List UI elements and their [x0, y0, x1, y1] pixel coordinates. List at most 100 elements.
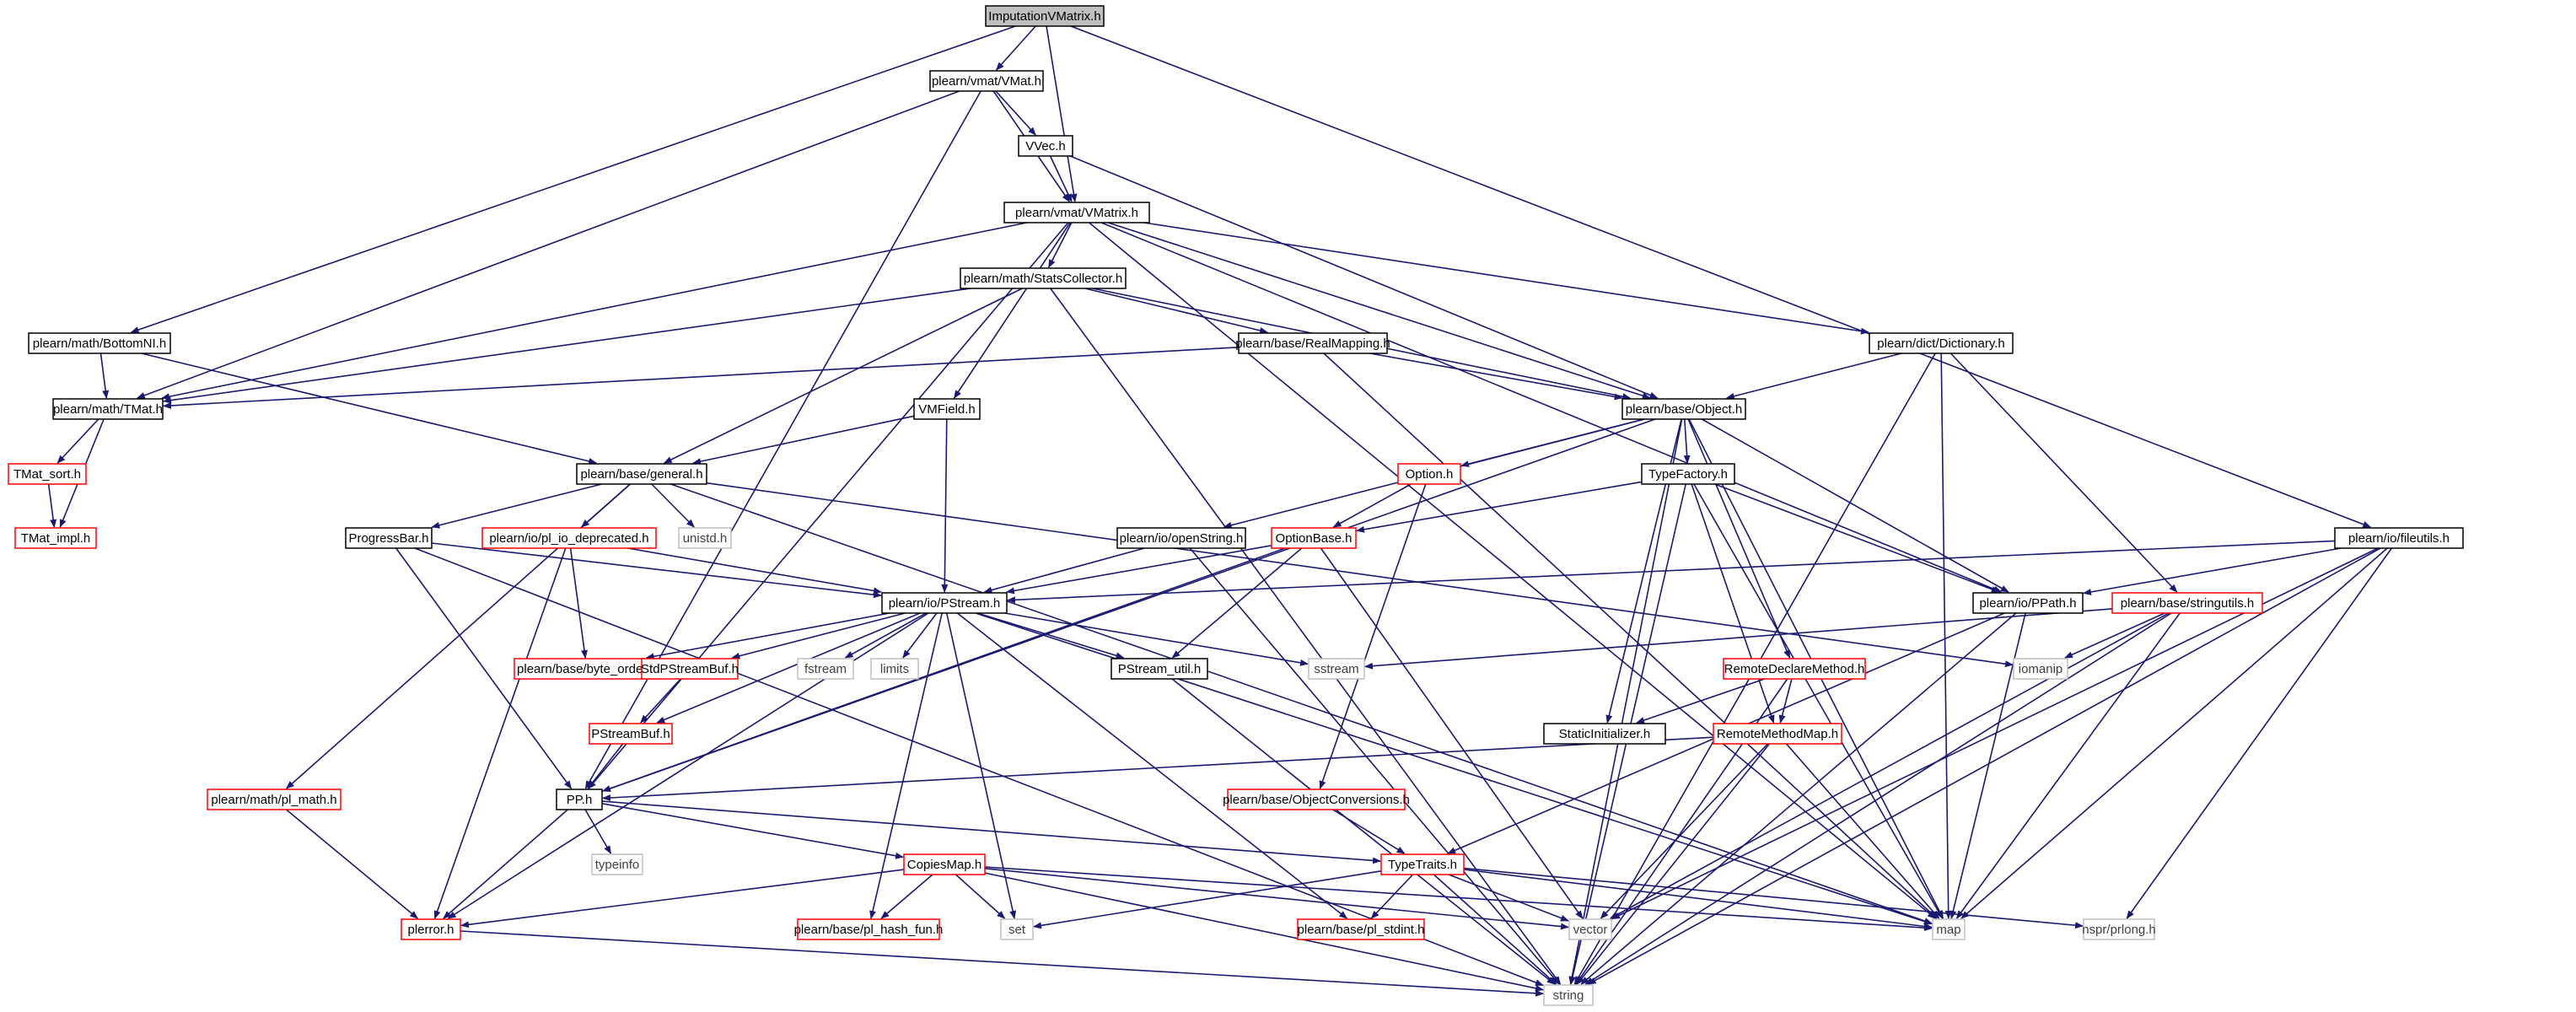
node-box [2083, 918, 2155, 940]
edge-dictionary-to-object [1725, 353, 1902, 400]
node-objconv[interactable]: plearn/base/ObjectConversions.h [1223, 789, 1410, 810]
edge-typetraits-to-string [1433, 874, 1557, 985]
node-label: OptionBase.h [1276, 531, 1353, 546]
node-pliodep[interactable]: plearn/io/pl_io_deprecated.h [481, 527, 657, 549]
edge-pp-to-typetraits [601, 800, 1381, 864]
node-pstream[interactable]: plearn/io/PStream.h [881, 592, 1008, 614]
node-map: map [1932, 918, 1966, 940]
edge-remotedeclare-to-remotemethodmap [1778, 678, 1793, 724]
edge-plmath-to-plerror [285, 809, 419, 919]
node-progressbar[interactable]: ProgressBar.h [345, 527, 433, 549]
edge-pstream-to-plstdint [956, 612, 1348, 919]
node-pstreambuf[interactable]: PStreamBuf.h [589, 723, 673, 745]
node-label: StdPStreamBuf.h [641, 662, 739, 676]
node-box [591, 853, 643, 875]
node-box [514, 658, 660, 680]
edge-stringutils-to-sstream [1364, 608, 2113, 670]
node-label: plearn/base/byte_order.h [517, 662, 657, 676]
edge-pp-to-plerror [443, 809, 568, 919]
node-byteorder[interactable]: plearn/base/byte_order.h [514, 658, 660, 680]
edge-general-to-progressbar [431, 483, 602, 529]
edge-remotemethodmap-to-string [1576, 743, 1771, 985]
node-remotemethodmap[interactable]: RemoteMethodMap.h [1713, 723, 1842, 745]
node-label: plearn/math/pl_math.h [211, 793, 336, 807]
edge-objconv-to-typetraits [1332, 809, 1406, 854]
edge-object-to-typefactory [1683, 418, 1691, 464]
edge-vvec-to-vmatrix [1049, 155, 1073, 202]
node-bottomni[interactable]: plearn/math/BottomNI.h [28, 332, 171, 354]
node-plerror[interactable]: plerror.h [401, 918, 461, 940]
node-realmapping[interactable]: plearn/base/RealMapping.h [1235, 332, 1390, 354]
node-label: plearn/base/pl_stdint.h [1298, 923, 1425, 937]
edge-vmatrix-to-pp [588, 222, 1069, 789]
node-box [2111, 592, 2263, 614]
edge-progressbar-to-pstream [431, 542, 882, 599]
node-string: string [1543, 984, 1594, 1006]
node-box [1227, 789, 1406, 810]
node-box [797, 918, 940, 940]
node-fileutils[interactable]: plearn/io/fileutils.h [2334, 527, 2464, 549]
edge-object-to-remotedeclare [1687, 418, 1791, 659]
node-ppath[interactable]: plearn/io/PPath.h [1972, 592, 2084, 614]
node-vvec[interactable]: VVec.h [1018, 135, 1073, 157]
edge-realmapping-to-object [1369, 353, 1623, 401]
node-label: fstream [804, 662, 847, 676]
node-optionbase[interactable]: OptionBase.h [1271, 527, 1357, 549]
node-openstring[interactable]: plearn/io/openString.h [1116, 527, 1246, 549]
node-tmatsort[interactable]: TMat_sort.h [8, 463, 87, 485]
node-tmat[interactable]: plearn/math/TMat.h [52, 398, 164, 420]
edge-stringutils-to-string [1584, 612, 2172, 985]
node-box [1111, 658, 1208, 680]
edge-copiesmap-to-string [984, 872, 1544, 992]
node-dictionary[interactable]: plearn/dict/Dictionary.h [1869, 332, 2014, 354]
node-general[interactable]: plearn/base/general.h [576, 463, 707, 485]
node-label: VMField.h [918, 402, 976, 417]
node-typefactory[interactable]: TypeFactory.h [1641, 463, 1735, 485]
node-remotedeclare[interactable]: RemoteDeclareMethod.h [1723, 658, 1866, 680]
node-box [929, 70, 1044, 92]
edge-dictionary-to-stringutils [1949, 353, 2178, 593]
node-plhash[interactable]: plearn/base/pl_hash_fun.h [794, 918, 944, 940]
edge-pstream-to-sstream [1004, 612, 1309, 666]
edge-pliodep-to-pstream [627, 547, 882, 595]
node-statscollector[interactable]: plearn/math/StatsCollector.h [960, 267, 1127, 289]
node-vmatrix[interactable]: plearn/vmat/VMatrix.h [1003, 202, 1150, 223]
node-box [1713, 723, 1842, 745]
node-label: CopiesMap.h [907, 858, 981, 872]
node-vmfield[interactable]: VMField.h [913, 398, 981, 420]
node-imputationvmatrix[interactable]: ImputationVMatrix.h [985, 5, 1105, 27]
node-label: plearn/math/StatsCollector.h [964, 272, 1122, 286]
edge-pp-to-copiesmap [601, 803, 904, 859]
edge-vmatrix-to-statscollector [1047, 222, 1073, 268]
node-stringutils[interactable]: plearn/base/stringutils.h [2111, 592, 2263, 614]
nodes-layer: ImputationVMatrix.h plearn/vmat/VMat.hVVe… [8, 5, 2464, 1006]
node-label: nspr/prlong.h [2082, 923, 2156, 937]
node-pstreamutil[interactable]: PStream_util.h [1111, 658, 1208, 680]
edge-remotedeclare-to-staticinit [1636, 678, 1766, 724]
node-copiesmap[interactable]: CopiesMap.h [903, 853, 986, 875]
edge-bottomni-to-general [141, 353, 598, 465]
edge-typefactory-to-optionbase [1356, 481, 1643, 533]
node-pp[interactable]: PP.h [556, 789, 603, 810]
edge-object-to-ppath [1701, 418, 2009, 593]
node-tmatimpl[interactable]: TMat_impl.h [14, 527, 97, 549]
node-box [1932, 918, 1966, 940]
node-option[interactable]: Option.h [1397, 463, 1461, 485]
node-plmath[interactable]: plearn/math/pl_math.h [207, 789, 341, 810]
node-vmat[interactable]: plearn/vmat/VMat.h [929, 70, 1044, 92]
node-box [1621, 398, 1746, 420]
node-box [589, 723, 673, 745]
edge-optionbase-to-pstream [1005, 545, 1272, 595]
edge-stringutils-to-vector [1609, 612, 2170, 919]
edge-statscollector-to-string [1050, 288, 1562, 985]
node-object[interactable]: plearn/base/Object.h [1621, 398, 1746, 420]
node-stdpstreambuf[interactable]: StdPStreamBuf.h [641, 658, 739, 680]
node-staticinit[interactable]: StaticInitializer.h [1543, 723, 1666, 745]
edge-fileutils-to-map [1960, 547, 2388, 919]
node-label: plearn/base/Object.h [1626, 402, 1742, 417]
node-plstdint[interactable]: plearn/base/pl_stdint.h [1297, 918, 1425, 940]
edge-imputationvmatrix-to-vmat [995, 25, 1036, 71]
edge-copiesmap-to-plerror [460, 869, 905, 929]
node-typetraits[interactable]: TypeTraits.h [1380, 853, 1465, 875]
